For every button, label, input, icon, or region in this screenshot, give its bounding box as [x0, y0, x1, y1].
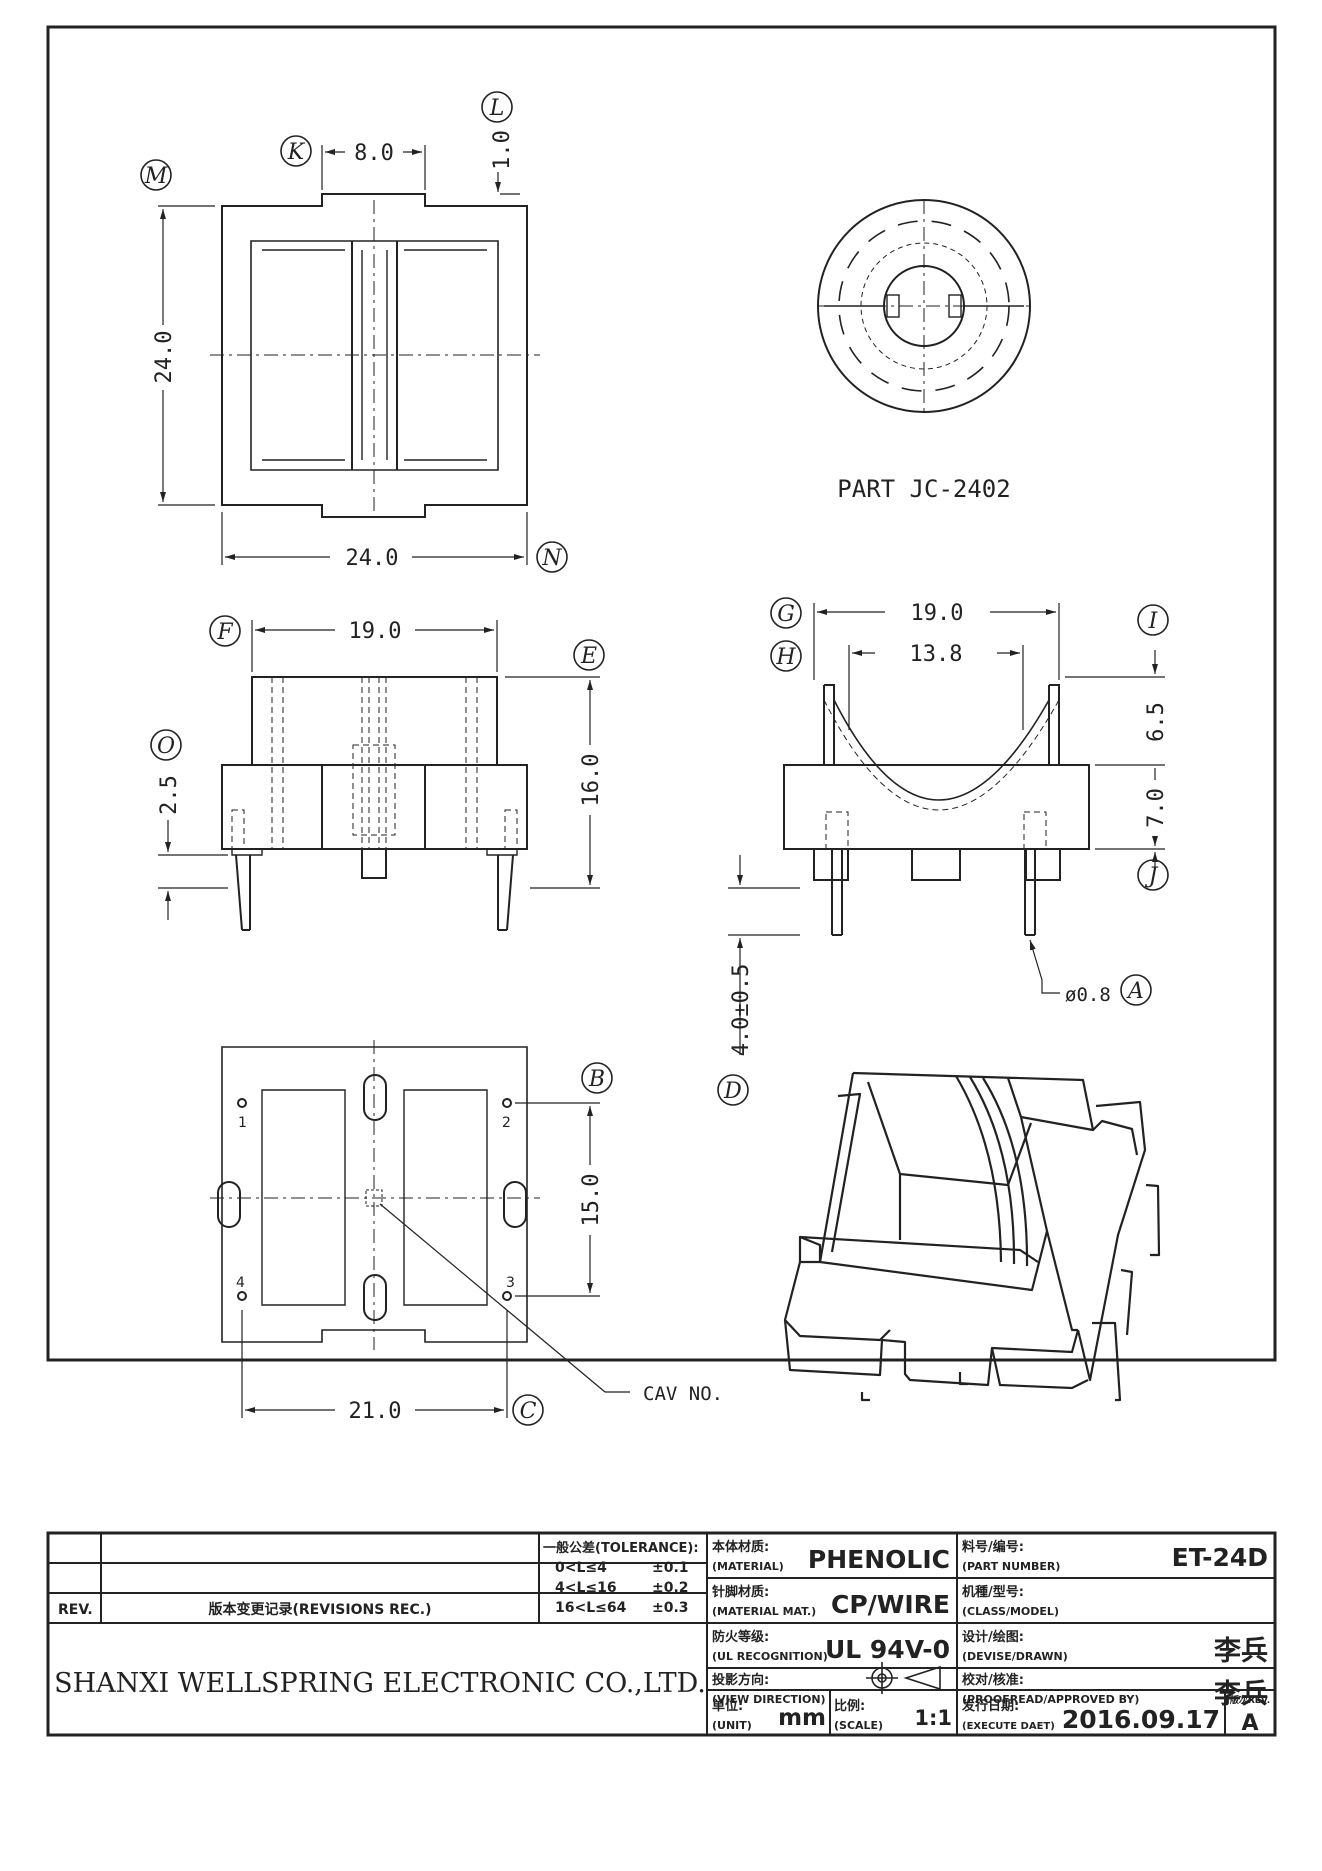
material-value: PHENOLIC	[808, 1545, 950, 1574]
dim-pin-length: 4.0±0.5	[729, 964, 754, 1057]
callout-j: J	[1145, 864, 1159, 889]
date-value: 2016.09.17	[1062, 1705, 1220, 1734]
revisions-label: 版本变更记录(REVISIONS REC.)	[209, 1601, 432, 1618]
unit-label: 单位:	[712, 1698, 743, 1714]
scale-en: (SCALE)	[834, 1719, 883, 1732]
ul-en: (UL RECOGNITION)	[712, 1650, 828, 1663]
dim-front-base: 2.5	[157, 775, 182, 815]
pin-material-value: CP/WIRE	[831, 1590, 950, 1619]
tolerance-value-2: ±0.2	[652, 1580, 689, 1596]
callout-h: H	[775, 645, 796, 670]
tolerance-title: 一般公差(TOLERANCE):	[543, 1540, 699, 1556]
approve-label: 校对/核准:	[962, 1672, 1024, 1688]
callout-d: D	[723, 1079, 742, 1104]
callout-c: C	[520, 1399, 537, 1424]
title-block-grid	[46, 1531, 1277, 1737]
callout-b: B	[588, 1067, 605, 1092]
ul-label: 防火等级:	[712, 1629, 769, 1645]
dim-top-width: 24.0	[346, 546, 399, 571]
isometric-view	[783, 1071, 1161, 1402]
top-view	[158, 145, 540, 565]
dim-side-outer: 19.0	[911, 601, 964, 626]
tolerance-value-3: ±0.3	[652, 1600, 689, 1616]
tolerance-range-3: 16<L≤64	[555, 1600, 627, 1616]
unit-value: mm	[778, 1705, 826, 1731]
pin-number-4: 4	[236, 1275, 245, 1291]
cav-label: CAV NO.	[643, 1383, 723, 1405]
dim-pin-dia: ø0.8	[1065, 984, 1111, 1006]
tolerance-range-2: 4<L≤16	[555, 1580, 617, 1596]
dim-top-height: 24.0	[152, 331, 177, 384]
material-en: (MATERIAL)	[712, 1560, 784, 1573]
pin-material-en: (MATERIAL MAT.)	[712, 1605, 816, 1618]
dim-side-inner: 13.8	[910, 642, 963, 667]
company-name: SHANXI WELLSPRING ELECTRONIC CO.,LTD.	[54, 1668, 706, 1699]
design-value: 李兵	[1213, 1636, 1268, 1667]
design-en: (DEVISE/DRAWN)	[962, 1650, 1068, 1663]
callout-n: N	[541, 546, 562, 571]
projection-symbol-icon	[866, 1662, 941, 1694]
dim-side-lower: 7.0	[1144, 788, 1169, 828]
tolerance-range-1: 0<L≤4	[555, 1560, 607, 1576]
callout-i: I	[1148, 609, 1159, 634]
callout-g: G	[777, 602, 795, 627]
dim-bottom-pitch-h: 21.0	[349, 1399, 402, 1424]
ul-value: UL 94V-0	[825, 1635, 950, 1664]
part-number-label: 料号/编号:	[962, 1539, 1024, 1555]
front-view	[158, 620, 600, 931]
gear-view	[817, 199, 1031, 413]
dim-top-lip: 1.0	[490, 130, 515, 170]
dim-bottom-pitch-v: 15.0	[579, 1174, 604, 1227]
callout-o: O	[157, 734, 175, 759]
date-label: 发行日期:	[961, 1698, 1019, 1714]
dim-top-slot: 8.0	[354, 141, 394, 166]
title-block-text: REV. 版本变更记录(REVISIONS REC.) 一般公差(TOLERAN…	[54, 1539, 1270, 1736]
class-model-label: 机種/型号:	[962, 1584, 1024, 1600]
callout-e: E	[580, 644, 597, 669]
dim-front-height: 16.0	[579, 754, 604, 807]
sheet-border	[46, 25, 1277, 1362]
rev-box-value: A	[1241, 1711, 1258, 1736]
scale-label: 比例:	[834, 1698, 865, 1714]
dim-side-upper: 6.5	[1144, 702, 1169, 742]
pin-number-3: 3	[506, 1275, 515, 1291]
callout-circles	[140, 91, 1169, 1426]
scale-value: 1:1	[914, 1706, 952, 1730]
callout-a: A	[1126, 979, 1144, 1004]
callout-m: M	[144, 164, 168, 189]
design-label: 设计/绘图:	[962, 1629, 1024, 1645]
date-en: (EXECUTE DAET)	[962, 1721, 1055, 1732]
pin-number-1: 1	[238, 1115, 247, 1131]
callout-k: K	[287, 140, 306, 165]
view-direction-label: 投影方向:	[712, 1672, 769, 1688]
callout-l: L	[489, 96, 505, 121]
pin-number-2: 2	[502, 1115, 511, 1131]
approve-value: 李兵	[1213, 1679, 1268, 1710]
view-direction-en: (VIEW DIRECTION)	[712, 1693, 826, 1706]
part-number-en: (PART NUMBER)	[962, 1560, 1060, 1573]
part-number-value: ET-24D	[1172, 1543, 1268, 1572]
unit-en: (UNIT)	[712, 1719, 752, 1732]
material-label: 本体材质:	[712, 1539, 769, 1555]
approve-en: (PROOFREAD/APPROVED BY)	[962, 1693, 1139, 1706]
bottom-view	[210, 1040, 630, 1418]
rev-label: REV.	[58, 1602, 93, 1618]
callout-letters: A B C D E F G H I J K L M N O	[144, 96, 1159, 1424]
rev-box-label: 版次REV.	[1229, 1694, 1270, 1706]
side-view	[728, 603, 1165, 1055]
dim-front-width: 19.0	[349, 619, 402, 644]
part-label: PART JC-2402	[837, 475, 1010, 503]
class-model-en: (CLASS/MODEL)	[962, 1605, 1059, 1618]
pin-material-label: 针脚材质:	[711, 1584, 769, 1600]
tolerance-value-1: ±0.1	[652, 1560, 689, 1576]
callout-f: F	[216, 620, 233, 645]
